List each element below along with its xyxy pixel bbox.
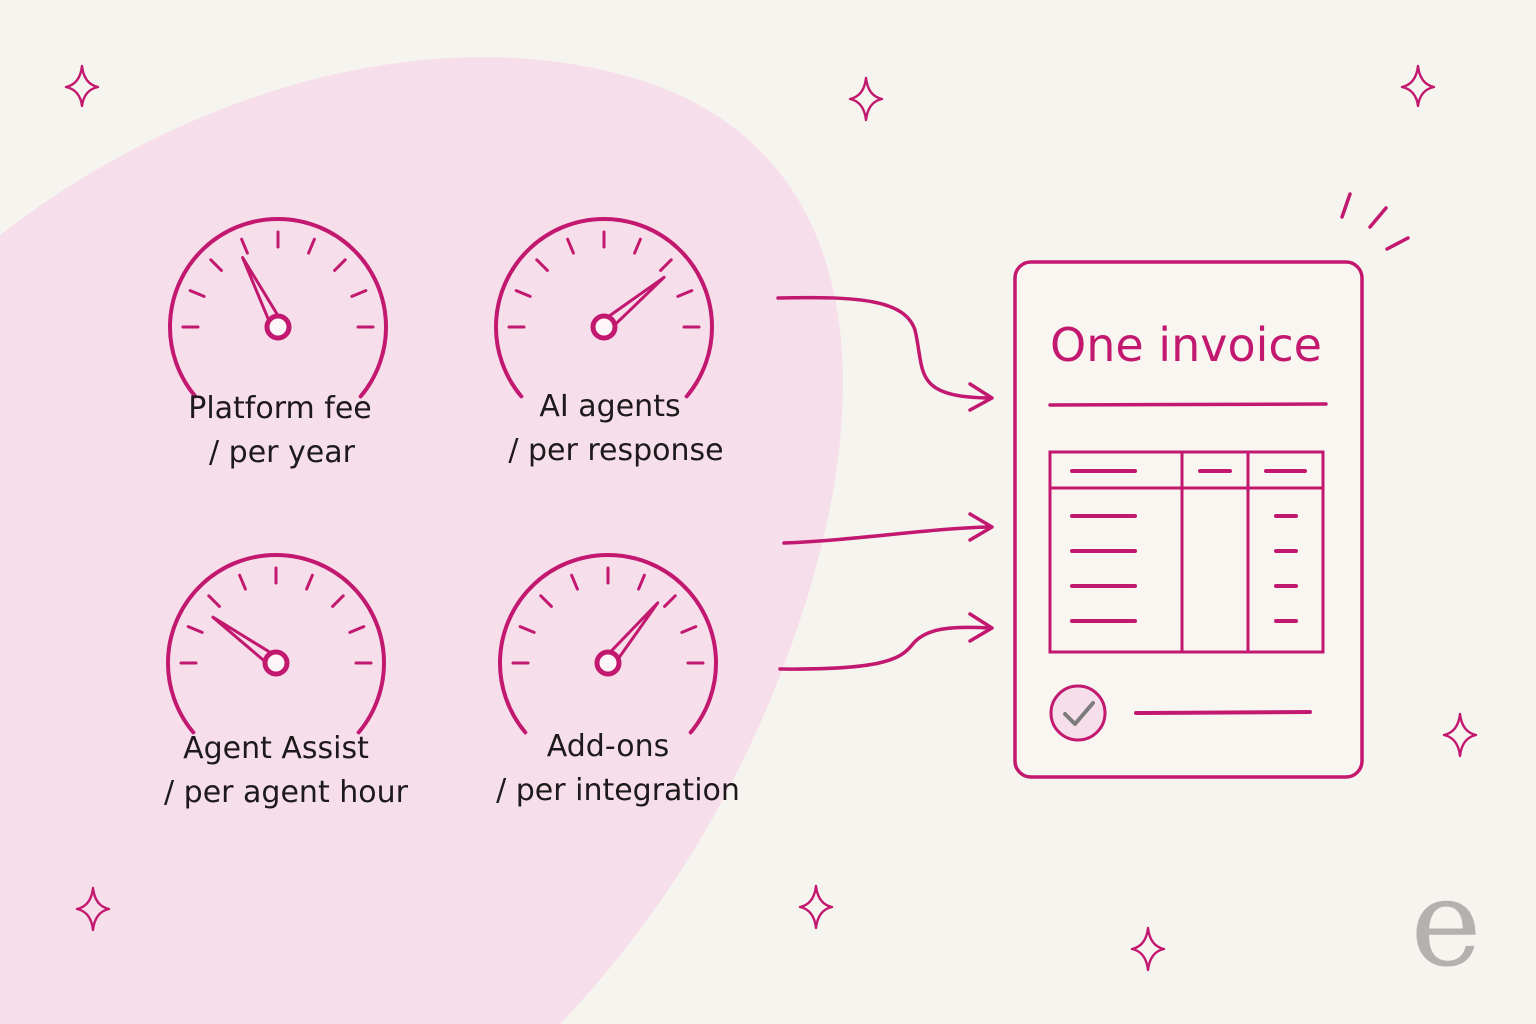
gauge-tick <box>307 237 316 255</box>
gauge-ticks <box>507 230 701 329</box>
gauge-tick <box>514 289 532 298</box>
signature-line <box>1134 710 1312 715</box>
arrow-to-invoice-top <box>776 295 994 412</box>
gauge-tick <box>348 625 366 634</box>
sparkle-icon <box>848 76 884 122</box>
gauge-label-line2: / per response <box>508 433 723 468</box>
gauge-arc <box>168 217 388 399</box>
gauge-platform-fee <box>168 217 388 399</box>
sparkle-icon <box>1400 64 1436 108</box>
arrow-to-invoice-bottom <box>778 612 994 671</box>
check-circle-icon <box>1049 684 1107 742</box>
gauge-hub <box>590 313 618 341</box>
gauge-tick <box>186 625 204 634</box>
gauge-hub <box>594 649 622 677</box>
logo-mark: e <box>1410 855 1481 994</box>
sparkle-icon <box>1130 926 1166 972</box>
gauge-tick <box>207 594 221 608</box>
invoice-table <box>1048 450 1325 654</box>
arrow-to-invoice-middle <box>782 512 994 545</box>
invoice-card: One invoice <box>1013 260 1364 779</box>
gauge-tick <box>305 573 314 591</box>
gauge-label-line2: / per year <box>209 435 356 470</box>
gauge-label-line1: Add-ons <box>547 729 669 764</box>
sparkle-icon <box>64 64 100 108</box>
gauge-label-line2: / per integration <box>496 773 740 808</box>
invoice-title: One invoice <box>1050 318 1322 372</box>
gauge-hub <box>264 313 292 341</box>
gauge-label-line2: / per agent hour <box>164 775 409 810</box>
gauge-tick <box>663 594 677 608</box>
gauge-ai-agents <box>494 217 714 399</box>
gauge-ticks <box>511 566 705 665</box>
gauge-ticks <box>181 230 375 329</box>
gauge-tick <box>680 625 698 634</box>
sparkle-icon <box>1442 712 1478 758</box>
gauge-tick <box>333 258 347 272</box>
invoice-table-lines <box>1070 469 1307 623</box>
gauge-tick <box>539 594 553 608</box>
gauge-ticks <box>179 566 373 665</box>
gauge-agent-assist <box>166 553 386 735</box>
gauge-tick <box>350 289 368 298</box>
gauge-tick <box>240 237 249 255</box>
gauge-arc <box>166 553 386 735</box>
gauge-hub <box>262 649 290 677</box>
title-underline <box>1048 402 1328 407</box>
sparkle-icon <box>75 886 111 932</box>
gauge-tick <box>637 573 646 591</box>
gauge-tick <box>570 573 579 591</box>
gauge-arc <box>498 553 718 735</box>
gauge-tick <box>518 625 536 634</box>
burst-lines <box>1340 192 1410 251</box>
gauge-tick <box>238 573 247 591</box>
gauge-add-ons <box>498 553 718 735</box>
background-blob <box>0 57 843 1024</box>
gauge-tick <box>566 237 575 255</box>
gauge-label-line1: Platform fee <box>188 391 372 426</box>
gauge-tick <box>535 258 549 272</box>
gauge-tick <box>633 237 642 255</box>
gauge-label-line1: Agent Assist <box>183 731 369 766</box>
gauge-tick <box>188 289 206 298</box>
gauge-tick <box>659 258 673 272</box>
gauge-tick <box>331 594 345 608</box>
gauge-arc <box>494 217 714 399</box>
gauge-tick <box>209 258 223 272</box>
gauge-tick <box>676 289 694 298</box>
gauge-label-line1: AI agents <box>539 389 680 424</box>
sparkle-icon <box>798 884 834 930</box>
